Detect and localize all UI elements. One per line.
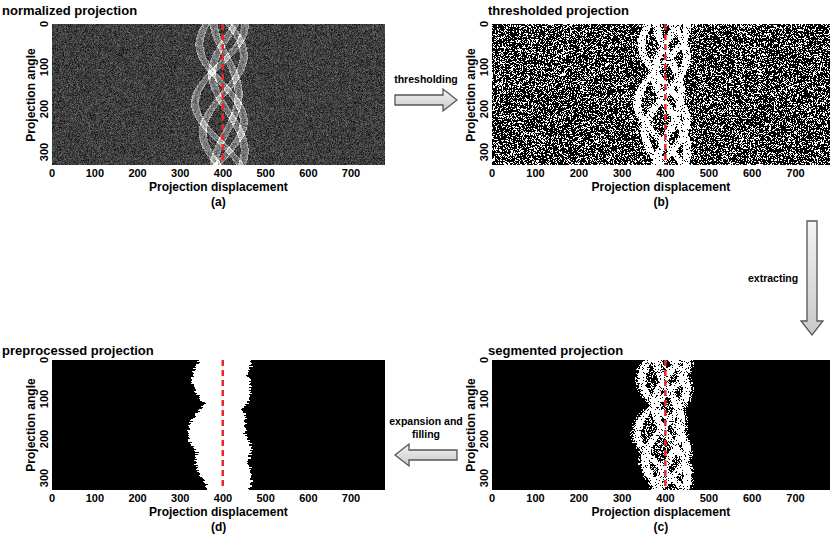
tick-label: 100 [526, 492, 544, 504]
tick-label: 500 [700, 167, 718, 179]
tick-label: 300 [38, 469, 50, 487]
tick-label: 100 [86, 492, 104, 504]
arrow-label: extracting [748, 272, 798, 285]
tick-label: 500 [700, 492, 718, 504]
tick-label: 700 [786, 167, 804, 179]
tick-label: 300 [478, 143, 490, 161]
tick-label: 200 [38, 100, 50, 118]
axis-title: Projection angle [23, 378, 37, 471]
tick-label: 400 [656, 492, 674, 504]
tick-label: 700 [342, 492, 360, 504]
panel-caption: (a) [211, 195, 226, 209]
panel-caption: (c) [654, 520, 669, 534]
axis-title: Projection angle [23, 48, 37, 141]
tick-label: 0 [489, 167, 495, 179]
tick-label: 100 [478, 58, 490, 76]
tick-label: 0 [478, 357, 490, 363]
sinogram-image [52, 24, 385, 165]
tick-label: 600 [299, 492, 317, 504]
sinogram-image [52, 360, 385, 490]
panel-title: segmented projection [488, 343, 623, 358]
center-line [222, 24, 225, 165]
tick-label: 700 [342, 167, 360, 179]
tick-label: 200 [570, 492, 588, 504]
tick-label: 100 [38, 390, 50, 408]
tick-label: 200 [38, 430, 50, 448]
axis-title: Projection angle [463, 48, 477, 141]
tick-label: 0 [38, 357, 50, 363]
tick-label: 600 [299, 167, 317, 179]
sinogram-image [492, 24, 830, 165]
tick-label: 100 [526, 167, 544, 179]
axis-title: Projection displacement [149, 505, 288, 519]
tick-label: 300 [613, 167, 631, 179]
panel-title: normalized projection [2, 3, 137, 18]
tick-label: 600 [743, 492, 761, 504]
tick-label: 200 [128, 492, 146, 504]
tick-label: 700 [786, 492, 804, 504]
axis-title: Projection displacement [149, 180, 288, 194]
axis-title: Projection displacement [592, 180, 731, 194]
tick-label: 400 [214, 492, 232, 504]
tick-label: 100 [478, 390, 490, 408]
tick-label: 300 [613, 492, 631, 504]
panel-caption: (b) [654, 195, 669, 209]
sinogram-image [492, 360, 830, 490]
arrow-label: expansion and filling [388, 415, 464, 441]
tick-label: 200 [570, 167, 588, 179]
block-arrow [801, 221, 823, 335]
tick-label: 0 [38, 21, 50, 27]
tick-label: 300 [38, 143, 50, 161]
tick-label: 400 [656, 167, 674, 179]
panel-title: thresholded projection [488, 3, 629, 18]
tick-label: 200 [478, 100, 490, 118]
tick-label: 200 [478, 430, 490, 448]
tick-label: 600 [743, 167, 761, 179]
tick-label: 100 [38, 58, 50, 76]
tick-label: 500 [256, 492, 274, 504]
tick-label: 0 [49, 167, 55, 179]
axis-title: Projection displacement [592, 505, 731, 519]
tick-label: 0 [489, 492, 495, 504]
tick-label: 500 [256, 167, 274, 179]
center-line [222, 360, 225, 490]
block-arrow [395, 89, 457, 111]
tick-label: 300 [478, 469, 490, 487]
tick-label: 400 [214, 167, 232, 179]
tick-label: 300 [171, 492, 189, 504]
tick-label: 0 [49, 492, 55, 504]
tick-label: 0 [478, 21, 490, 27]
panel-caption: (d) [211, 520, 226, 534]
block-arrow [395, 444, 457, 466]
arrow-label: thresholding [388, 73, 464, 86]
center-line [664, 360, 667, 490]
panel-title: preprocessed projection [2, 343, 154, 358]
axis-title: Projection angle [463, 378, 477, 471]
tick-label: 300 [171, 167, 189, 179]
center-line [664, 24, 667, 165]
tick-label: 200 [128, 167, 146, 179]
tick-label: 100 [86, 167, 104, 179]
